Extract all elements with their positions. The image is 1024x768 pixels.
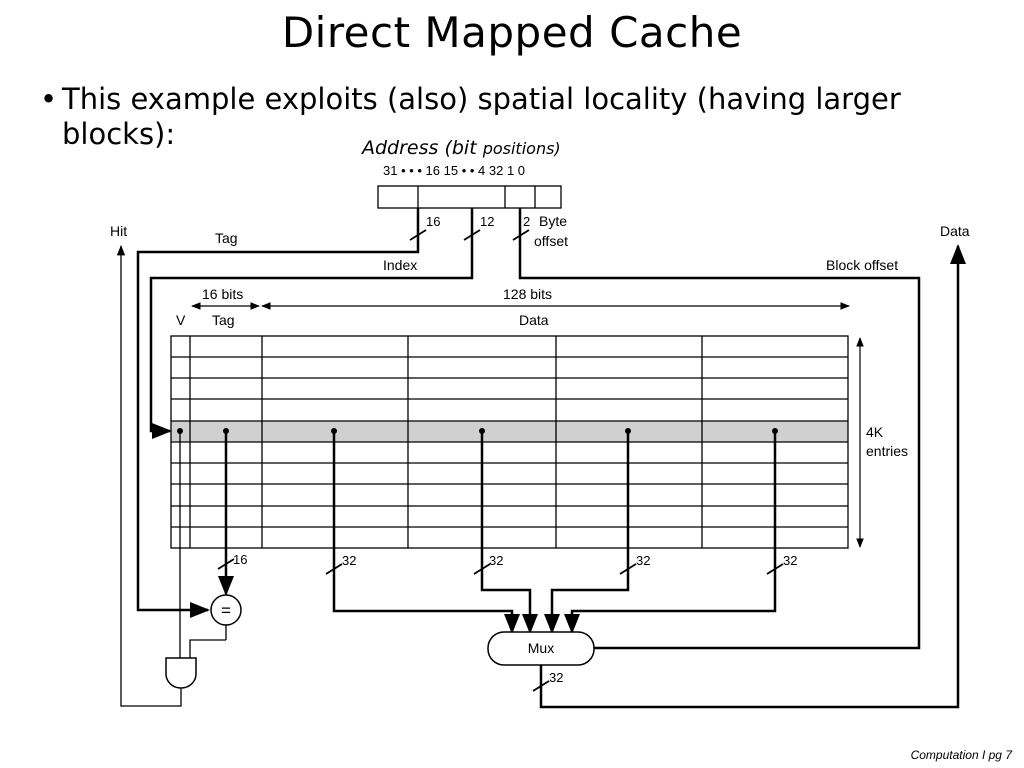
bit-positions: 31 • • • 16 15 • • 4 32 1 0 xyxy=(383,163,525,178)
data-word-2-width: 32 xyxy=(636,553,650,568)
data-word-2-wire xyxy=(544,431,630,634)
data-word-0-width: 32 xyxy=(342,553,356,568)
tag-bits-label: 16 bits xyxy=(202,286,243,302)
entries-label: entries xyxy=(866,443,908,459)
mux-output-slash xyxy=(532,680,550,692)
data-word-3-width: 32 xyxy=(783,553,797,568)
address-register xyxy=(377,185,562,209)
entries-count-label: 4K xyxy=(866,424,884,440)
data-word-3-wire xyxy=(564,431,777,634)
mux xyxy=(487,631,595,666)
data-word-0-slash xyxy=(325,563,343,575)
data-word-3-slash xyxy=(766,563,784,575)
data-word-0-wire xyxy=(332,431,520,634)
slide-footer: Computation I pg 7 xyxy=(910,748,1012,762)
cache-row-lines xyxy=(171,356,848,528)
tag-wire-label: Tag xyxy=(215,230,238,246)
byte-offset-label: offset xyxy=(534,233,568,249)
cache-table xyxy=(170,335,849,549)
block-offset-wire xyxy=(518,208,921,650)
byte-label: Byte xyxy=(539,213,567,229)
selected-cache-row xyxy=(171,421,848,442)
cache-column-lines xyxy=(189,336,703,548)
data-output-label: Data xyxy=(940,223,970,239)
index-wire-label: Index xyxy=(383,257,417,273)
address-title: Address (bit positions) xyxy=(360,137,561,159)
comparator-symbol: = xyxy=(221,601,231,620)
hit-label: Hit xyxy=(110,223,127,239)
tag-column-header: Tag xyxy=(212,312,235,328)
data-column-header: Data xyxy=(519,312,549,328)
mux-output-width: 32 xyxy=(549,670,563,685)
data-word-1-slash xyxy=(473,563,491,575)
tag-readout-slash xyxy=(217,558,235,570)
data-word-1-width: 32 xyxy=(489,553,503,568)
bullet-text: This example exploits (also) spatial loc… xyxy=(62,82,901,151)
data-output-wire xyxy=(539,244,966,709)
valid-column-header: V xyxy=(176,312,186,328)
data-word-2-slash xyxy=(619,563,637,575)
index-wire xyxy=(149,208,474,439)
bullet-marker: • xyxy=(40,82,58,116)
tag-wire xyxy=(136,208,420,618)
hit-wire xyxy=(116,244,182,707)
index-width-label: 12 xyxy=(480,214,494,229)
comparator-to-and-wire xyxy=(189,639,226,658)
data-word-1-wire xyxy=(480,431,538,634)
slide-title: Direct Mapped Cache xyxy=(281,8,743,57)
tag-readout-width: 16 xyxy=(233,552,247,567)
mux-label: Mux xyxy=(528,640,554,656)
block-offset-label: Block offset xyxy=(826,257,898,273)
data-bits-label: 128 bits xyxy=(503,286,552,302)
and-gate xyxy=(165,657,197,689)
offset-width-label: 2 xyxy=(523,214,530,229)
tag-width-label: 16 xyxy=(426,214,440,229)
